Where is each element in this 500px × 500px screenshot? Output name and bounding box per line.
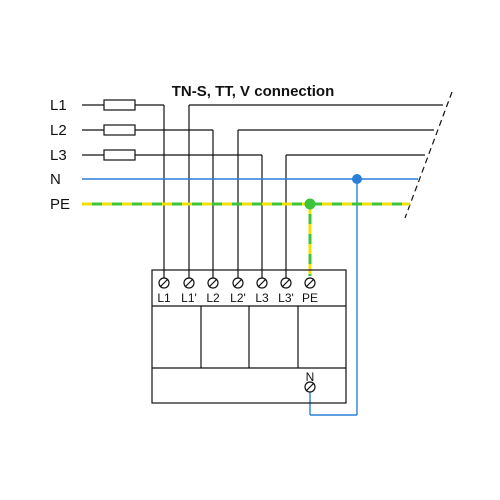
fuse-l3 (103, 149, 136, 161)
l2-wire (82, 124, 214, 262)
terminal-screw-pe (304, 277, 316, 289)
line-label-l2: L2 (50, 122, 67, 139)
terminal-label-pe: PE (302, 291, 318, 305)
terminal-screw-l2 (207, 277, 219, 289)
line-label-l3: L3 (50, 147, 67, 164)
n-junction-dot (352, 174, 362, 184)
terminal-row (158, 277, 316, 289)
l1-prime-wire (188, 104, 443, 262)
line-label-n: N (50, 171, 61, 188)
cut-line (404, 91, 453, 219)
l3-prime-wire (285, 154, 425, 262)
l1-wire (82, 99, 165, 262)
terminal-label-n: N (306, 370, 315, 384)
terminal-screw-l3-prime (280, 277, 292, 289)
terminal-screw-l1 (158, 277, 170, 289)
terminal-label-l1-prime: L1' (181, 291, 197, 305)
n-wire (82, 174, 418, 416)
pe-wire (82, 198, 410, 276)
terminal-label-l3-prime: L3' (278, 291, 294, 305)
fuse-l2 (103, 124, 136, 136)
line-label-l1: L1 (50, 97, 67, 114)
terminal-label-l3: L3 (255, 291, 269, 305)
terminal-n: N (304, 370, 316, 393)
terminal-screw-l1-prime (183, 277, 195, 289)
surge-protection-device (151, 269, 347, 404)
terminal-label-l1: L1 (157, 291, 171, 305)
l3-wire (82, 149, 263, 262)
l2-prime-wire (237, 129, 434, 262)
terminal-label-l2-prime: L2' (230, 291, 246, 305)
terminal-label-l2: L2 (206, 291, 220, 305)
terminal-screw-l3 (256, 277, 268, 289)
terminal-screw-l2-prime (232, 277, 244, 289)
line-label-pe: PE (50, 196, 70, 213)
fuse-l1 (103, 99, 136, 111)
pe-junction-dot (304, 198, 316, 210)
diagram-title: TN-S, TT, V connection (172, 83, 335, 100)
